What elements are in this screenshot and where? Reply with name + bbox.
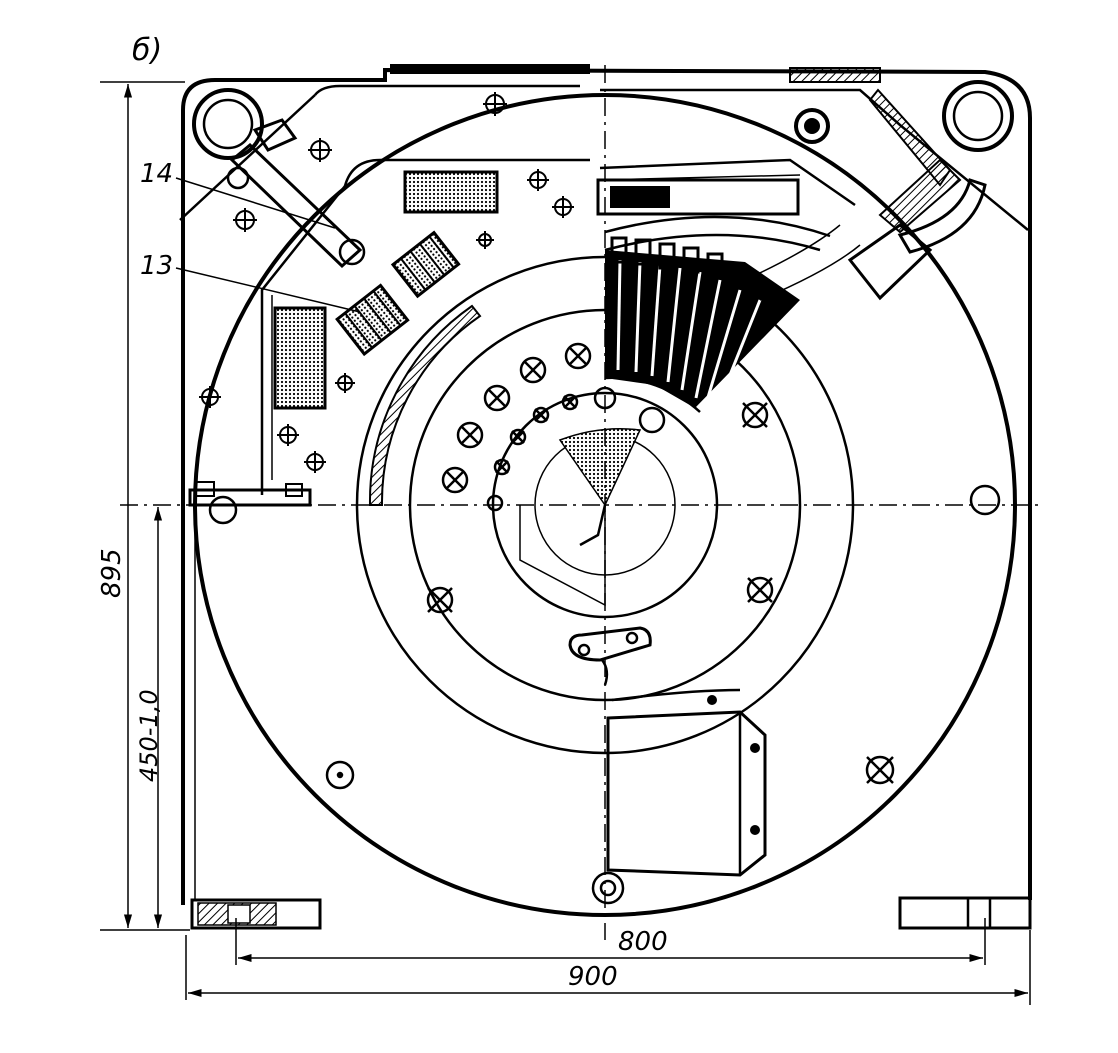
cable-arm bbox=[744, 88, 987, 301]
lever-arm-14 bbox=[226, 118, 366, 269]
brush-block-left bbox=[273, 306, 327, 410]
dimension-overall-height bbox=[100, 81, 190, 931]
callout-13 bbox=[175, 267, 361, 313]
winding-comb bbox=[604, 215, 831, 413]
dimension-overall-width bbox=[185, 930, 1031, 1005]
dimension-half-height-label: 450-1,0 bbox=[135, 689, 163, 782]
terminal-box bbox=[606, 695, 767, 877]
view-label: б) bbox=[132, 33, 162, 68]
brush-block-upper bbox=[403, 170, 499, 214]
bottom-right-foot bbox=[898, 896, 1032, 930]
bolt-markers bbox=[199, 92, 574, 473]
slot-row bbox=[610, 236, 724, 280]
right-corner-eye bbox=[942, 80, 1014, 152]
callout-13-label: 13 bbox=[140, 251, 173, 281]
left-corner-eye bbox=[192, 88, 264, 160]
dimension-mounting-spacing bbox=[235, 918, 986, 965]
callout-14 bbox=[175, 177, 336, 229]
coil-block-upper bbox=[390, 230, 461, 299]
dimension-mounting-spacing-label: 800 bbox=[618, 927, 668, 957]
ring-bolts bbox=[208, 401, 1001, 905]
callout-14-label: 14 bbox=[140, 159, 173, 189]
bottom-left-foot bbox=[190, 898, 322, 930]
upper-right-bolt bbox=[794, 108, 830, 144]
coil-block-13 bbox=[335, 283, 410, 357]
brush-block-right bbox=[596, 178, 800, 216]
dimension-overall-width-label: 900 bbox=[568, 962, 618, 992]
hub-sector bbox=[519, 428, 642, 607]
center-lines bbox=[120, 65, 1040, 940]
left-base-bracket bbox=[188, 481, 312, 507]
left-winding-arc bbox=[368, 304, 482, 506]
dimension-overall-height-label: 895 bbox=[97, 548, 127, 598]
housing-outline bbox=[181, 64, 1032, 905]
link-plate bbox=[568, 626, 741, 702]
